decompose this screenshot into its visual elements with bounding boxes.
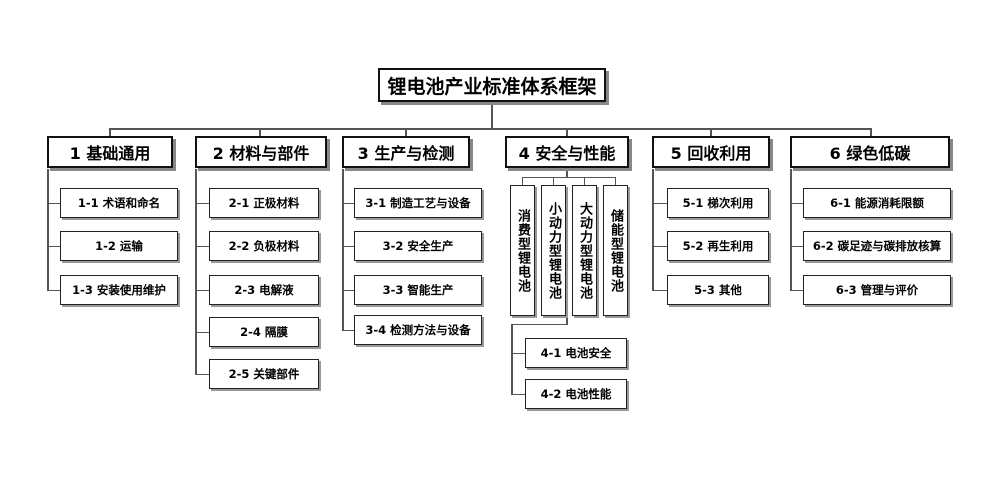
item-3-1: 3-1 制造工艺与设备 bbox=[354, 188, 482, 218]
item-1-2: 1-2 运输 bbox=[60, 231, 178, 261]
item-3-2: 3-2 安全生产 bbox=[354, 231, 482, 261]
category-safety-performance: 4 安全与性能 bbox=[505, 136, 629, 168]
category-materials-components: 2 材料与部件 bbox=[195, 136, 327, 168]
item-5-1: 5-1 梯次利用 bbox=[667, 188, 769, 218]
item-4-2: 4-2 电池性能 bbox=[525, 379, 627, 409]
item-1-3: 1-3 安装使用维护 bbox=[60, 275, 178, 305]
item-4-1: 4-1 电池安全 bbox=[525, 338, 627, 368]
battery-type-energy-storage: 储能型锂电池 bbox=[603, 185, 628, 316]
battery-type-large-power: 大动力型锂电池 bbox=[572, 185, 597, 316]
item-2-1: 2-1 正极材料 bbox=[209, 188, 319, 218]
category-production-testing: 3 生产与检测 bbox=[342, 136, 470, 168]
category-recycling: 5 回收利用 bbox=[652, 136, 770, 168]
item-1-1: 1-1 术语和命名 bbox=[60, 188, 178, 218]
item-6-1: 6-1 能源消耗限额 bbox=[803, 188, 951, 218]
battery-type-consumer: 消费型锂电池 bbox=[510, 185, 535, 316]
item-2-4: 2-4 隔膜 bbox=[209, 317, 319, 347]
category-basic-general: 1 基础通用 bbox=[47, 136, 173, 168]
root-title: 锂电池产业标准体系框架 bbox=[378, 68, 606, 102]
item-2-5: 2-5 关键部件 bbox=[209, 359, 319, 389]
category-green-low-carbon: 6 绿色低碳 bbox=[790, 136, 950, 168]
item-6-2: 6-2 碳足迹与碳排放核算 bbox=[803, 231, 951, 261]
item-5-3: 5-3 其他 bbox=[667, 275, 769, 305]
item-3-3: 3-3 智能生产 bbox=[354, 275, 482, 305]
item-3-4: 3-4 检测方法与设备 bbox=[354, 315, 482, 345]
item-5-2: 5-2 再生利用 bbox=[667, 231, 769, 261]
item-2-2: 2-2 负极材料 bbox=[209, 231, 319, 261]
item-2-3: 2-3 电解液 bbox=[209, 275, 319, 305]
battery-type-small-power: 小动力型锂电池 bbox=[541, 185, 566, 316]
item-6-3: 6-3 管理与评价 bbox=[803, 275, 951, 305]
